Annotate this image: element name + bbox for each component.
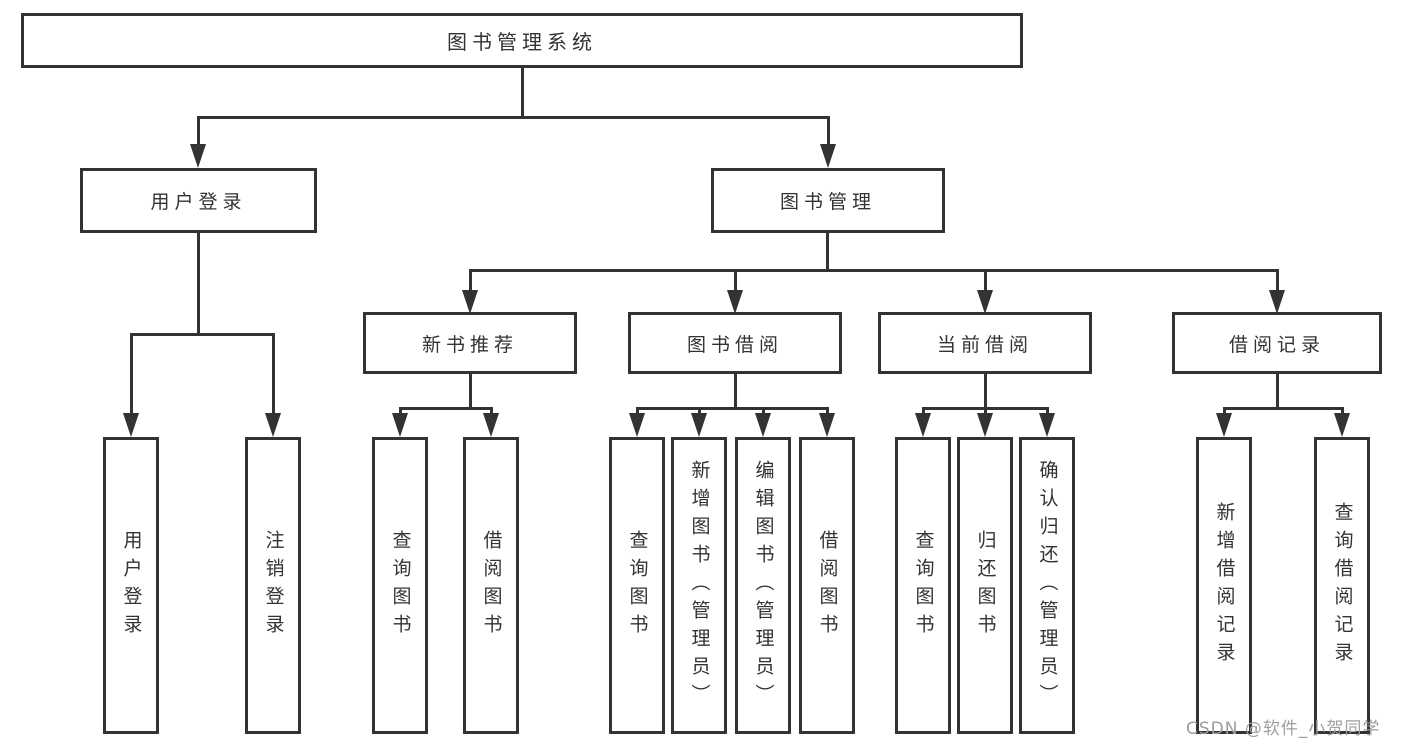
leaf-label: 用户登录 — [120, 529, 143, 642]
leaf-borrow-books-recommend: 借阅图书 — [463, 437, 519, 734]
leaf-borrow-books: 借阅图书 — [799, 437, 855, 734]
leaf-edit-book-admin: 编辑图书（管理员） — [735, 437, 791, 734]
connector-line — [468, 272, 472, 294]
leaf-label: 查询图书 — [912, 529, 935, 642]
connector-rail — [1222, 407, 1344, 410]
arrow-down-icon — [915, 413, 931, 437]
node-borrowing-records: 借阅记录 — [1172, 312, 1382, 374]
node-book-management: 图书管理 — [711, 168, 945, 233]
connector-line — [983, 374, 987, 407]
arrow-down-icon — [462, 290, 478, 314]
arrow-down-icon — [1334, 413, 1350, 437]
arrow-down-icon — [1216, 413, 1232, 437]
arrow-down-icon — [691, 413, 707, 437]
connector-line — [825, 233, 829, 269]
connector-rail — [398, 407, 493, 410]
leaf-label: 确认归还（管理员） — [1036, 459, 1059, 712]
connector-line — [129, 336, 133, 416]
connector-line — [271, 336, 275, 416]
connector-line — [733, 374, 737, 407]
arrow-down-icon — [819, 413, 835, 437]
connector-line — [196, 119, 200, 147]
watermark: CSDN @软件_小贺同学 — [1186, 719, 1381, 739]
arrow-down-icon — [977, 290, 993, 314]
leaf-query-books-recommend: 查询图书 — [372, 437, 428, 734]
arrow-down-icon — [392, 413, 408, 437]
arrow-down-icon — [190, 144, 206, 168]
arrow-down-icon — [727, 290, 743, 314]
leaf-label: 借阅图书 — [480, 529, 503, 642]
node-user-login: 用户登录 — [80, 168, 317, 233]
arrow-down-icon — [1039, 413, 1055, 437]
arrow-down-icon — [483, 413, 499, 437]
leaf-query-books-current: 查询图书 — [895, 437, 951, 734]
leaf-label: 查询图书 — [389, 529, 412, 642]
leaf-logout: 注销登录 — [245, 437, 301, 734]
connector-rail — [635, 407, 829, 410]
leaf-label: 查询图书 — [626, 529, 649, 642]
connector-line — [983, 272, 987, 294]
leaf-label: 编辑图书（管理员） — [752, 459, 775, 712]
arrow-down-icon — [629, 413, 645, 437]
leaf-user-login: 用户登录 — [103, 437, 159, 734]
leaf-query-borrow-record: 查询借阅记录 — [1314, 437, 1370, 734]
arrow-down-icon — [755, 413, 771, 437]
arrow-down-icon — [123, 413, 139, 437]
leaf-label: 查询借阅记录 — [1331, 501, 1354, 670]
leaf-add-borrow-record: 新增借阅记录 — [1196, 437, 1252, 734]
connector-line — [826, 119, 830, 147]
node-book-borrowing: 图书借阅 — [628, 312, 842, 374]
arrow-down-icon — [977, 413, 993, 437]
connector-rail — [129, 333, 275, 336]
leaf-query-books-borrowing: 查询图书 — [609, 437, 665, 734]
connector-line — [1275, 272, 1279, 294]
leaf-return-books: 归还图书 — [957, 437, 1013, 734]
connector-level2-rail — [196, 116, 830, 119]
leaf-label: 注销登录 — [262, 529, 285, 642]
connector-line — [1275, 374, 1279, 407]
connector-line — [196, 233, 200, 333]
node-new-book-recommendation: 新书推荐 — [363, 312, 577, 374]
arrow-down-icon — [265, 413, 281, 437]
arrow-down-icon — [820, 144, 836, 168]
leaf-label: 归还图书 — [974, 529, 997, 642]
connector-line — [468, 374, 472, 407]
connector-level3-rail — [468, 269, 1279, 272]
leaf-confirm-return-admin: 确认归还（管理员） — [1019, 437, 1075, 734]
connector-line — [733, 272, 737, 294]
connector-rail — [921, 407, 1049, 410]
node-current-borrowing: 当前借阅 — [878, 312, 1092, 374]
leaf-label: 新增借阅记录 — [1213, 501, 1236, 670]
arrow-down-icon — [1269, 290, 1285, 314]
node-library-management-system: 图书管理系统 — [21, 13, 1023, 68]
leaf-label: 借阅图书 — [816, 529, 839, 642]
leaf-add-book-admin: 新增图书（管理员） — [671, 437, 727, 734]
connector-root-stub — [520, 66, 524, 119]
leaf-label: 新增图书（管理员） — [688, 459, 711, 712]
